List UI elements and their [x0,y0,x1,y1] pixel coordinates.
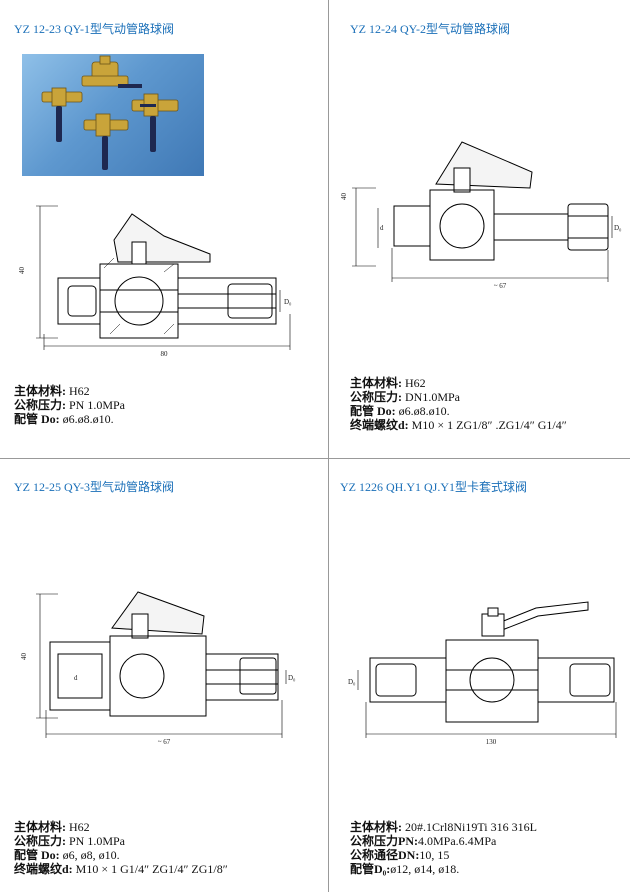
spec-row: 公称压力: DN1.0MPa [350,390,567,404]
panel-1-title: YZ 12-23 QY-1型气动管路球阀 [14,22,174,36]
spec-label: 主体材料: [14,384,66,398]
spec-value: H62 [66,820,90,834]
panel-2-height-label: 40 [340,193,348,201]
panel-3-d0-label: D₀ [288,674,296,682]
spec-value: 4.0MPa.6.4MPa [418,834,497,848]
panel-4-length-label: 130 [486,738,497,746]
vertical-divider [328,0,329,892]
panel-4-d0-label: D₀ [348,678,356,686]
spec-row: 主体材料: H62 [14,384,125,398]
panel-2-d0-label: D₀ [614,224,622,232]
spec-row: 配管 Do: ø6.ø8.ø10. [350,404,567,418]
panel-2-d-label: d [380,224,384,232]
panel-3-specs: 主体材料: H62 公称压力: PN 1.0MPa 配管 Do: ø6, ø8,… [14,820,228,876]
panel-3-d-label: d [74,674,78,682]
spec-row: 终端螺纹d: M10 × 1 G1/4″ ZG1/4″ ZG1/8″ [14,862,228,876]
spec-value: 20#.1Crl8Ni19Ti 316 316L [402,820,537,834]
panel-2-length-label: ~ 67 [494,282,507,290]
spec-row: 公称压力PN:4.0MPa.6.4MPa [350,834,537,848]
spec-label: 配管D₀: [350,862,391,876]
spec-label: 公称压力: [14,398,66,412]
spec-row: 公称压力: PN 1.0MPa [14,398,125,412]
spec-label: 主体材料: [350,376,402,390]
panel-1-d0-label: D₀ [284,298,292,306]
panel-4-title: YZ 1226 QH.Y1 QJ.Y1型卡套式球阀 [340,480,527,494]
panel-4-drawing: 130 D₀ [336,584,626,754]
spec-label: 公称压力PN: [350,834,418,848]
horizontal-divider [0,458,630,459]
spec-value: ø6.ø8.ø10. [395,404,450,418]
spec-row: 配管 Do: ø6.ø8.ø10. [14,412,125,426]
spec-row: 终端螺纹d: M10 × 1 ZG1/8″ .ZG1/4″ G1/4″ [350,418,567,432]
spec-row: 公称压力: PN 1.0MPa [14,834,228,848]
valve-product-photo [22,54,204,176]
spec-value: DN1.0MPa [402,390,461,404]
spec-value: 10, 15 [419,848,450,862]
spec-label: 公称通径DN: [350,848,420,862]
panel-3-title: YZ 12-25 QY-3型气动管路球阀 [14,480,174,494]
spec-row: 配管D₀:ø12, ø14, ø18. [350,862,537,876]
spec-row: 配管 Do: ø6, ø8, ø10. [14,848,228,862]
panel-3-length-label: ~ 67 [158,738,171,746]
spec-value: PN 1.0MPa [66,834,126,848]
spec-label: 配管 Do: [14,848,60,862]
panel-1-height-label: 40 [18,267,26,275]
spec-value: M10 × 1 G1/4″ ZG1/4″ ZG1/8″ [72,862,228,876]
spec-value: H62 [402,376,426,390]
panel-2-title: YZ 12-24 QY-2型气动管路球阀 [350,22,510,36]
spec-value: PN 1.0MPa [66,398,126,412]
spec-value: ø6.ø8.ø10. [59,412,114,426]
spec-row: 主体材料: H62 [14,820,228,834]
panel-2-drawing: ~ 67 40 d D₀ [336,130,626,300]
spec-row: 主体材料: H62 [350,376,567,390]
spec-row: 公称通径DN:10, 15 [350,848,537,862]
panel-3-height-label: 40 [20,653,28,661]
panel-1-specs: 主体材料: H62 公称压力: PN 1.0MPa 配管 Do: ø6.ø8.ø… [14,384,125,426]
spec-value: ø6, ø8, ø10. [59,848,120,862]
spec-value: ø12, ø14, ø18. [390,862,460,876]
spec-label: 主体材料: [14,820,66,834]
spec-value: H62 [66,384,90,398]
panel-4-specs: 主体材料: 20#.1Crl8Ni19Ti 316 316L 公称压力PN:4.… [350,820,537,876]
spec-value: M10 × 1 ZG1/8″ .ZG1/4″ G1/4″ [408,418,567,432]
spec-label: 终端螺纹d: [350,418,409,432]
spec-label: 主体材料: [350,820,402,834]
spec-label: 配管 Do: [350,404,396,418]
panel-3-drawing: ~ 67 40 d D₀ [14,580,314,750]
spec-label: 公称压力: [350,390,402,404]
spec-label: 配管 Do: [14,412,60,426]
spec-label: 公称压力: [14,834,66,848]
panel-1-drawing: 80 40 D₀ [14,194,314,364]
panel-1-length-label: 80 [161,350,169,358]
spec-label: 终端螺纹d: [14,862,73,876]
panel-2-specs: 主体材料: H62 公称压力: DN1.0MPa 配管 Do: ø6.ø8.ø1… [350,376,567,432]
spec-row: 主体材料: 20#.1Crl8Ni19Ti 316 316L [350,820,537,834]
